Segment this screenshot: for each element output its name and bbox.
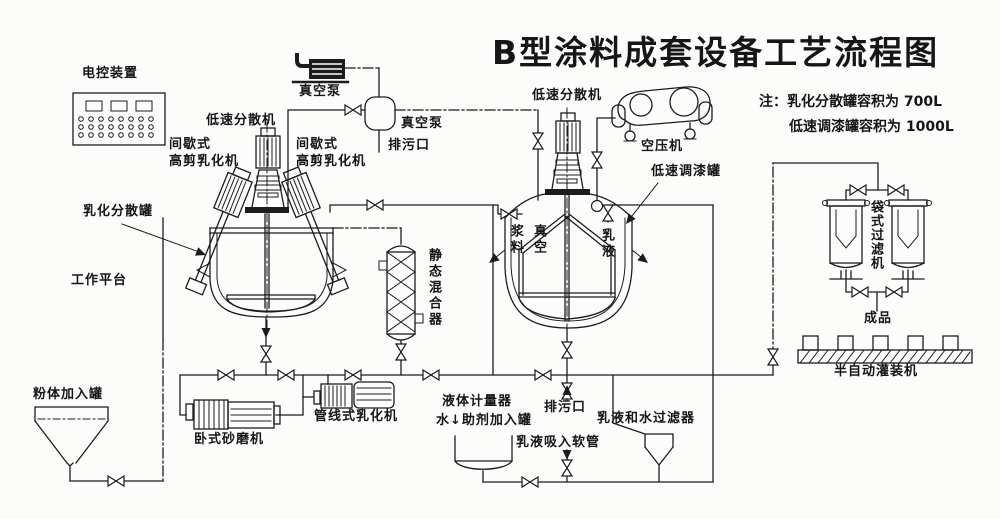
label-water-additive-tank: 水↓助剂加入罐 bbox=[436, 413, 532, 428]
filling-machine bbox=[797, 335, 973, 364]
emulsification-tank bbox=[184, 121, 350, 334]
label-work-platform: 工作平台 bbox=[71, 273, 128, 288]
label-slurry: 浆料 bbox=[508, 224, 523, 256]
label-emulsion: 乳液 bbox=[599, 228, 614, 260]
label-disperser-right: 低速分散机 bbox=[532, 88, 603, 103]
label-drain-bottom: 排污口 bbox=[544, 400, 587, 415]
note-prefix: 注： bbox=[759, 94, 787, 110]
water-additive-tank bbox=[454, 435, 513, 470]
label-powder-tank: 粉体加入罐 bbox=[33, 387, 104, 402]
note-block: 注：乳化分散罐容积为 700L 低速调漆罐容积为 1000L bbox=[759, 90, 954, 139]
label-liquid-meter: 液体计量器 bbox=[442, 394, 513, 409]
emulsion-filter-funnel bbox=[644, 433, 674, 466]
label-sand-mill: 卧式砂磨机 bbox=[194, 432, 265, 447]
piping bbox=[69, 67, 909, 488]
label-hs-emulsifier-left: 间歇式 高剪乳化机 bbox=[169, 137, 240, 169]
note-line2: 低速调漆罐容积为 1000L bbox=[789, 118, 954, 135]
label-filling-machine: 半自动灌装机 bbox=[834, 364, 919, 379]
label-static-mixer: 静态混合器 bbox=[426, 248, 441, 328]
label-vacuum-pump: 真空泵 bbox=[299, 84, 342, 99]
vacuum-vessel bbox=[364, 67, 396, 153]
label-emulsion-hose: 乳液吸入软管 bbox=[516, 435, 601, 450]
paint-tank bbox=[486, 107, 651, 339]
label-paint-tank: 低速调漆罐 bbox=[651, 164, 722, 179]
note-line1: 乳化分散罐容积为 700L bbox=[787, 94, 943, 110]
label-vacuum: 真空 bbox=[531, 224, 546, 256]
air-compressor bbox=[611, 86, 713, 142]
label-vacuum-vessel: 真空泵 bbox=[401, 116, 444, 131]
label-air-compressor: 空压机 bbox=[641, 139, 684, 154]
label-disperser-left: 低速分散机 bbox=[206, 113, 277, 128]
label-control-panel: 电控装置 bbox=[82, 66, 139, 81]
label-drain-top: 排污口 bbox=[388, 138, 431, 153]
static-mixer bbox=[378, 245, 424, 341]
label-bag-filter: 袋式过滤机 bbox=[868, 200, 883, 270]
vacuum-pump-icon bbox=[291, 53, 350, 84]
label-hs-emulsifier-right: 间歇式 高剪乳化机 bbox=[296, 137, 367, 169]
label-pipeline-emulsifier: 管线式乳化机 bbox=[314, 409, 399, 424]
sand-mill bbox=[185, 399, 281, 430]
label-emulsion-water-filter: 乳液和水过滤器 bbox=[597, 411, 696, 426]
control-panel bbox=[72, 92, 166, 146]
pipeline-emulsifier bbox=[313, 381, 395, 409]
bag-filters bbox=[822, 199, 932, 280]
label-emulsify-tank: 乳化分散罐 bbox=[83, 204, 154, 219]
powder-hopper bbox=[34, 406, 109, 467]
label-finished-product: 成品 bbox=[864, 311, 893, 326]
page-title: B型涂料成套设备工艺流程图 bbox=[492, 33, 940, 72]
